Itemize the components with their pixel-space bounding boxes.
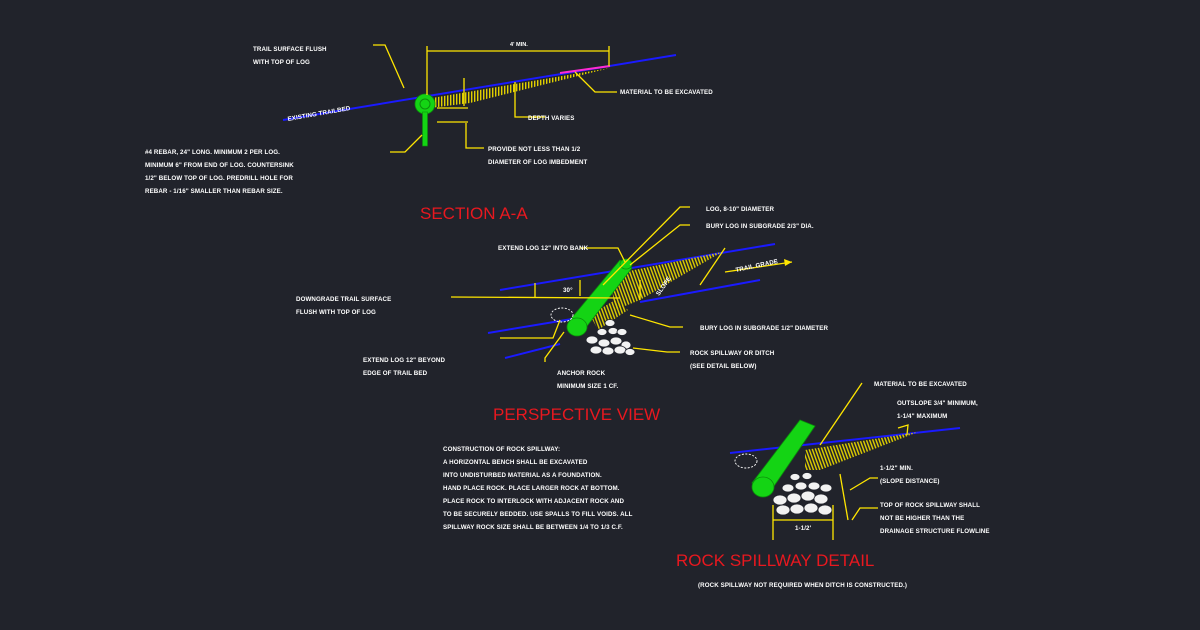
trail-line-lower [504, 343, 561, 359]
construction-line7: SPILLWAY ROCK SIZE SHALL BE BETWEEN 1/4 … [443, 524, 623, 531]
rebar-note-line1: #4 REBAR, 24" LONG. MINIMUM 2 PER LOG. [145, 149, 280, 156]
perspective-view: LOG, 8-10" DIAMETER BURY LOG IN SUBGRADE… [296, 206, 828, 424]
spill-material-label: MATERIAL TO BE EXCAVATED [874, 381, 967, 388]
downgrade-line1: DOWNGRADE TRAIL SURFACE [296, 296, 391, 303]
construction-line1: CONSTRUCTION OF ROCK SPILLWAY: [443, 446, 560, 453]
provide-line2: DIAMETER OF LOG IMBEDMENT [488, 159, 588, 166]
excavation-line [559, 65, 611, 74]
slope-dist-line1: 1-1/2" MIN. [880, 465, 913, 472]
log-cross-section [414, 93, 436, 115]
leader-material [574, 71, 617, 93]
section-title: SECTION A-A [420, 204, 528, 223]
leader-log-dia [602, 206, 690, 286]
leader-outslope [897, 424, 909, 436]
leader-slope-dist [849, 477, 878, 491]
extend-bank-label: EXTEND LOG 12" INTO BANK [498, 245, 589, 252]
perspective-rocks [585, 319, 636, 356]
outslope-line2: 1-1/4" MAXIMUM [897, 413, 947, 420]
trail-line-upper [499, 243, 776, 291]
rock-spillway-detail: MATERIAL TO BE EXCAVATED OUTSLOPE 3/4" M… [443, 381, 990, 589]
existing-trailbed-label: EXISTING TRAILBED [287, 105, 351, 123]
rebar [422, 111, 428, 147]
spillway-title: ROCK SPILLWAY DETAIL [676, 551, 874, 570]
construction-line4: HAND PLACE ROCK. PLACE LARGER ROCK AT BO… [443, 485, 620, 492]
leader-depth [514, 82, 545, 118]
downgrade-line [450, 296, 621, 299]
construction-line2: A HORIZONTAL BENCH SHALL BE EXCAVATED [443, 459, 588, 466]
log-end [566, 317, 588, 337]
spillway-log-end [751, 476, 775, 498]
log-far-end [619, 258, 633, 270]
trail-grade-arrow [724, 261, 793, 273]
top-rock-line3: DRAINAGE STRUCTURE FLOWLINE [880, 528, 990, 535]
extend-beyond-line1: EXTEND LOG 12" BEYOND [363, 357, 445, 364]
trail-line-right [639, 279, 761, 303]
bury-half-label: BURY LOG IN SUBGRADE 1/2" DIAMETER [700, 325, 828, 332]
leader-provide [465, 123, 484, 149]
grade-tick [699, 247, 726, 286]
trail-grade-label: TRAIL GRADE [735, 258, 779, 274]
trail-grade-arrowhead [784, 259, 792, 266]
log-dia-label: LOG, 8-10" DIAMETER [706, 206, 775, 213]
bury-23-label: BURY LOG IN SUBGRADE 2/3" DIA. [706, 223, 814, 230]
material-excavated-label: MATERIAL TO BE EXCAVATED [620, 89, 713, 96]
width-dim-label: 1-1/2' [795, 525, 812, 532]
extend-beyond-line2: EDGE OF TRAIL BED [363, 370, 428, 377]
leader-extend-bank [580, 247, 626, 263]
top-rock-line2: NOT BE HIGHER THAN THE [880, 515, 964, 522]
perspective-wedge-lower [590, 300, 628, 330]
spillway-wedge [805, 432, 918, 470]
slope-dist-dim [839, 473, 849, 521]
spillway-trail-line [729, 427, 961, 454]
outslope-line1: OUTSLOPE 3/4" MINIMUM, [897, 400, 978, 407]
provide-line1: PROVIDE NOT LESS THAN 1/2 [488, 146, 581, 153]
depth-varies-label: DEPTH VARIES [528, 115, 574, 122]
log-dashed-ext [550, 307, 574, 323]
rebar-note-line3: 1/2" BELOW TOP OF LOG. PREDRILL HOLE FOR [145, 175, 293, 182]
leader-anchor [544, 331, 565, 362]
leader-rebar [390, 134, 423, 153]
perspective-title: PERSPECTIVE VIEW [493, 405, 660, 424]
rebar-note-line4: REBAR - 1/16" SMALLER THAN REBAR SIZE. [145, 188, 283, 195]
trail-flush-line2: WITH TOP OF LOG [253, 59, 310, 66]
leader-top-rock [851, 507, 878, 521]
rebar-note-line2: MINIMUM 6" FROM END OF LOG. COUNTERSINK [145, 162, 294, 169]
spillway-line1: ROCK SPILLWAY OR DITCH [690, 350, 775, 357]
leader-beyond [500, 319, 561, 339]
spillway-dashed-ext [734, 453, 758, 469]
spillway-line2: (SEE DETAIL BELOW) [690, 363, 757, 370]
angle-label: 30° [563, 287, 573, 294]
construction-line5: PLACE ROCK TO INTERLOCK WITH ADJACENT RO… [443, 498, 624, 505]
anchor-rock-line1: ANCHOR ROCK [557, 370, 606, 377]
spillway-rocks [772, 472, 833, 516]
leader-bury-23 [629, 224, 690, 266]
top-rock-line1: TOP OF ROCK SPILLWAY SHALL [880, 502, 980, 509]
perspective-wedge [610, 252, 722, 310]
leader-spillway [632, 347, 680, 353]
trail-line [282, 54, 677, 121]
leader-spill-material [819, 382, 863, 446]
construction-line3: INTO UNDISTURBED MATERIAL AS A FOUNDATIO… [443, 472, 602, 479]
spillway-footnote: (ROCK SPILLWAY NOT REQUIRED WHEN DITCH I… [698, 582, 907, 589]
leader-flush [373, 44, 405, 89]
section-a-a: 4' MIN. TRAIL SURFACE FLUSH WITH TOP OF … [145, 42, 713, 223]
construction-line6: TO BE SECURELY BEDDED. USE SPALLS TO FIL… [443, 511, 633, 518]
log-ring [419, 98, 431, 110]
slope-dist-line2: (SLOPE DISTANCE) [880, 478, 940, 485]
trail-flush-line1: TRAIL SURFACE FLUSH [253, 46, 327, 53]
dim-label: 4' MIN. [510, 42, 528, 48]
trail-line-mid [487, 317, 579, 334]
leader-bury-half [629, 314, 683, 328]
anchor-rock-line2: MINIMUM SIZE 1 CF. [557, 383, 618, 390]
downgrade-line2: FLUSH WITH TOP OF LOG [296, 309, 376, 316]
